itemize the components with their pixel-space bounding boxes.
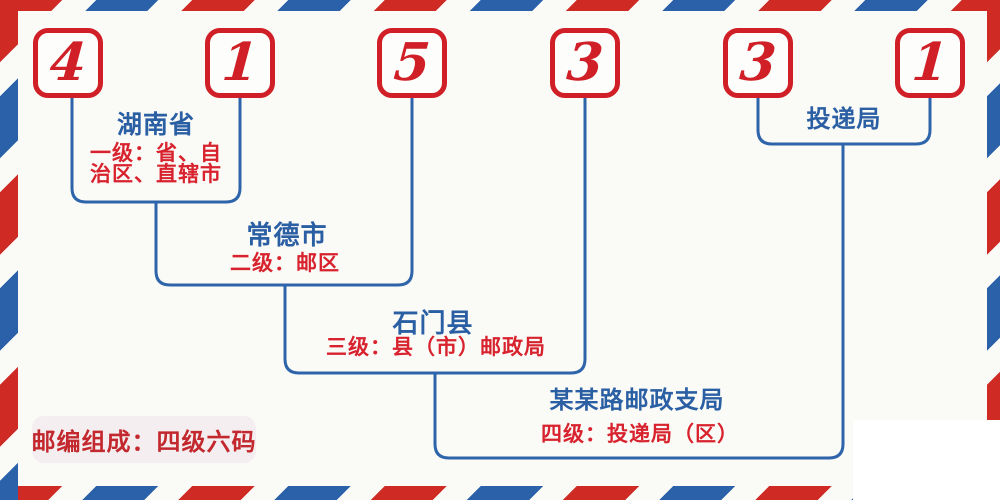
connector-level4-bracket xyxy=(433,144,845,460)
border-stripe-right xyxy=(987,0,1000,500)
digit-box-1: 4 xyxy=(33,28,103,98)
level2-name: 常德市 xyxy=(246,221,328,251)
digit-box-6: 1 xyxy=(895,28,965,98)
bottom-right-white-patch xyxy=(853,420,1000,500)
level2-desc: 二级：邮区 xyxy=(230,252,340,275)
digit-box-4: 3 xyxy=(550,28,620,98)
level4-desc: 四级：投递局（区） xyxy=(541,423,739,446)
digit-6: 1 xyxy=(909,32,951,93)
delivery-bureau-label: 投递局 xyxy=(806,104,882,133)
digit-box-2: 1 xyxy=(205,28,275,98)
digit-2: 1 xyxy=(219,32,261,93)
border-stripe-bottom xyxy=(0,486,1000,500)
level1-name: 湖南省 xyxy=(116,110,196,139)
level1-desc-line1: 一级：省、自 xyxy=(90,142,222,165)
level3-desc: 三级：县（市）邮政局 xyxy=(326,336,546,359)
badge-label: 邮编组成：四级六码 xyxy=(31,427,257,456)
digit-3: 5 xyxy=(391,32,433,93)
level3-name: 石门县 xyxy=(392,309,474,339)
border-stripe-left xyxy=(0,0,18,500)
border-stripe-top xyxy=(0,0,1000,11)
digit-5: 3 xyxy=(737,32,779,93)
digit-4: 3 xyxy=(564,32,606,93)
level4-name: 某某路邮政支局 xyxy=(549,385,725,414)
digit-box-3: 5 xyxy=(377,28,447,98)
digit-1: 4 xyxy=(47,32,89,93)
digit-box-5: 3 xyxy=(723,28,793,98)
postal-code-composition-badge: 邮编组成：四级六码 xyxy=(32,416,256,463)
level1-desc-line2: 治区、直辖市 xyxy=(90,163,222,186)
